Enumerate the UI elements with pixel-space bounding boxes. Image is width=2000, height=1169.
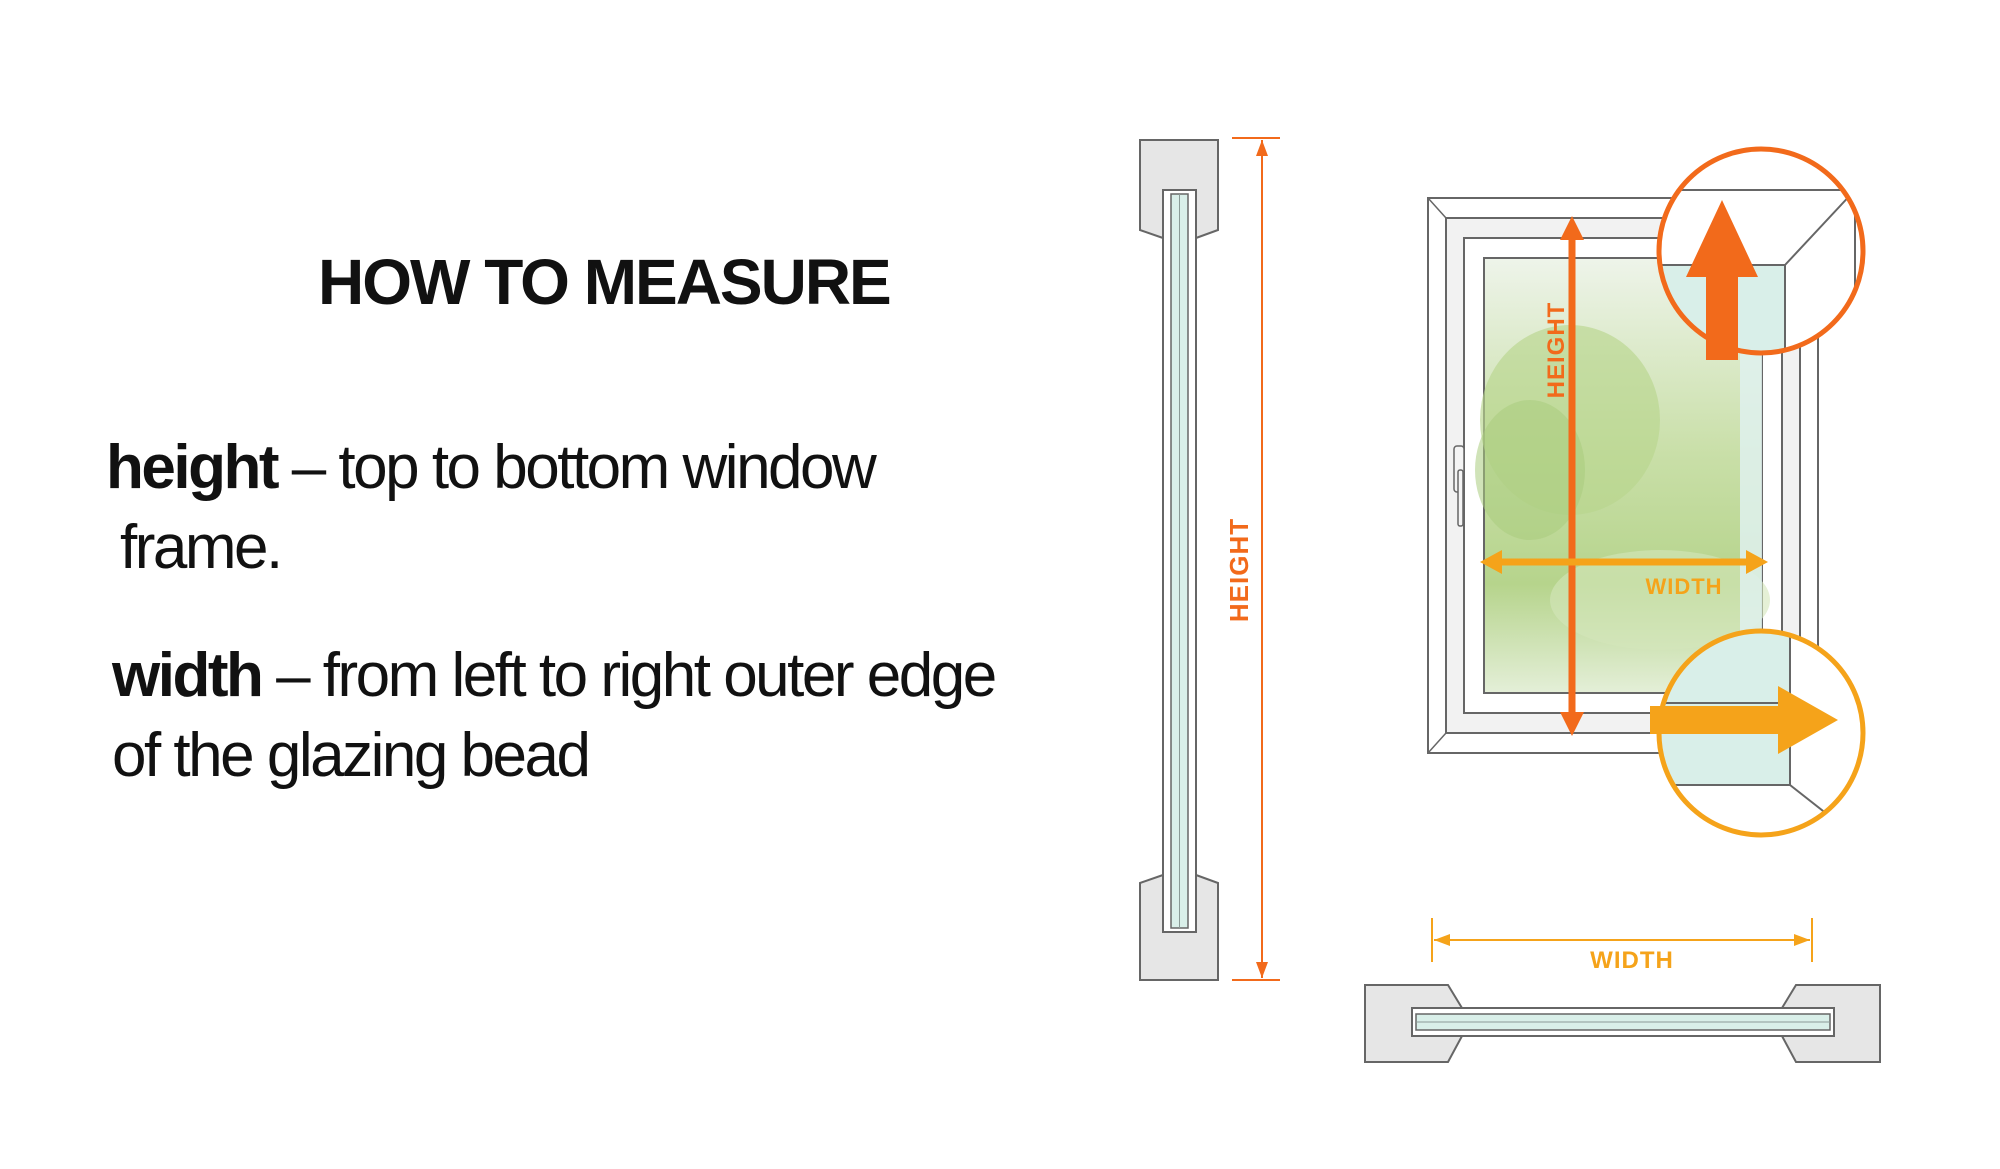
- window-width-arrow: [1480, 550, 1768, 574]
- window-height-label: HEIGHT: [1543, 302, 1570, 399]
- width-definition: width – from left to right outer edge of…: [112, 636, 1092, 796]
- bottom-width-label: WIDTH: [1590, 947, 1674, 974]
- side-height-label: HEIGHT: [1224, 518, 1254, 622]
- bottom-width-dimension: [1431, 918, 1813, 962]
- bottom-detail-magnifier: [1650, 628, 1866, 838]
- side-height-dimension: [1232, 137, 1280, 981]
- window-height-arrow: [1560, 216, 1584, 736]
- top-detail-magnifier: [1656, 146, 1866, 360]
- height-term: height: [106, 433, 279, 502]
- width-term: width: [112, 641, 264, 710]
- height-description-line1: – top to bottom window: [276, 433, 877, 502]
- width-description-line2: of the glazing bead: [112, 721, 591, 790]
- width-description-line1: – from left to right outer edge: [261, 641, 997, 710]
- window-width-label: WIDTH: [1645, 574, 1722, 599]
- height-description-line2: frame.: [120, 513, 283, 582]
- side-section-profile: [1139, 139, 1219, 981]
- height-definition: height – top to bottom window frame.: [106, 428, 1006, 588]
- bottom-section-profile: [1364, 984, 1881, 1063]
- page-title: HOW TO MEASURE: [318, 246, 892, 318]
